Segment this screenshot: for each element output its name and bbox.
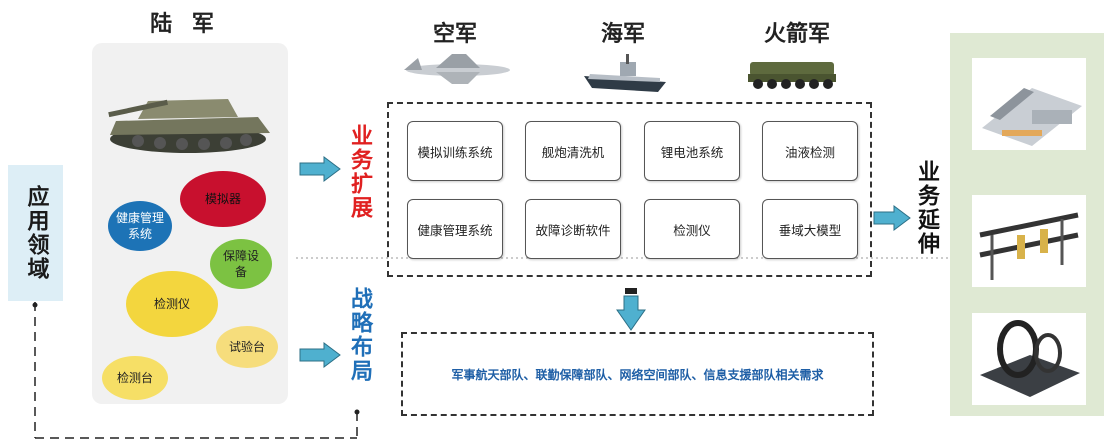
system-card: 故障诊断软件 — [525, 199, 621, 259]
test-fixture-image — [972, 313, 1086, 405]
extension-equipment-panel — [950, 33, 1104, 416]
down-arrow-icon — [616, 288, 646, 331]
detector-bubble: 检测仪 — [126, 271, 218, 337]
tank-icon — [108, 99, 270, 153]
aircraft-icon — [404, 54, 510, 84]
system-card: 健康管理系统 — [407, 199, 503, 259]
air-force-title: 空军 — [432, 22, 477, 47]
system-card: 舰炮清洗机 — [525, 121, 621, 181]
simulator-bubble: 模拟器 — [180, 171, 266, 227]
system-card: 锂电池系统 — [644, 121, 740, 181]
system-card: 油液检测 — [762, 121, 858, 181]
strategic-layout-label: 战略布局 — [347, 287, 372, 383]
support-equipment-bubble: 保障设备 — [210, 239, 272, 289]
health-management-bubble: 健康管理系统 — [108, 201, 172, 251]
systems-box: 模拟训练系统 舰炮清洗机 锂电池系统 油液检测 健康管理系统 故障诊断软件 检测… — [387, 102, 872, 277]
factory-line-image — [972, 58, 1086, 150]
test-stand-bubble: 检测台 — [102, 356, 168, 400]
army-title: 陆 军 — [150, 12, 220, 37]
system-card: 垂域大模型 — [762, 199, 858, 259]
business-extension-label: 业务延伸 — [914, 160, 939, 256]
army-panel: 模拟器 健康管理系统 保障设备 检测仪 试验台 检测台 — [92, 43, 288, 404]
gantry-robot-image — [972, 195, 1086, 287]
system-card: 模拟训练系统 — [407, 121, 503, 181]
demand-box: 军事航天部队、联勤保障部队、网络空间部队、信息支援部队相关需求 — [401, 332, 874, 416]
test-bench-bubble: 试验台 — [216, 326, 278, 368]
right-arrow-icon — [299, 156, 341, 182]
business-expansion-label: 业务扩展 — [347, 124, 372, 220]
demand-text: 军事航天部队、联勤保障部队、网络空间部队、信息支援部队相关需求 — [451, 367, 824, 382]
warship-icon — [584, 54, 666, 92]
right-arrow-icon — [299, 342, 341, 368]
system-card: 检测仪 — [644, 199, 740, 259]
application-domain-label: 应用领域 — [23, 185, 49, 281]
navy-title: 海军 — [600, 22, 645, 47]
rocket-force-title: 火箭军 — [763, 22, 830, 47]
missile-launcher-icon — [748, 62, 836, 89]
application-domain-box: 应用领域 — [8, 165, 63, 301]
right-arrow-icon — [873, 205, 911, 231]
